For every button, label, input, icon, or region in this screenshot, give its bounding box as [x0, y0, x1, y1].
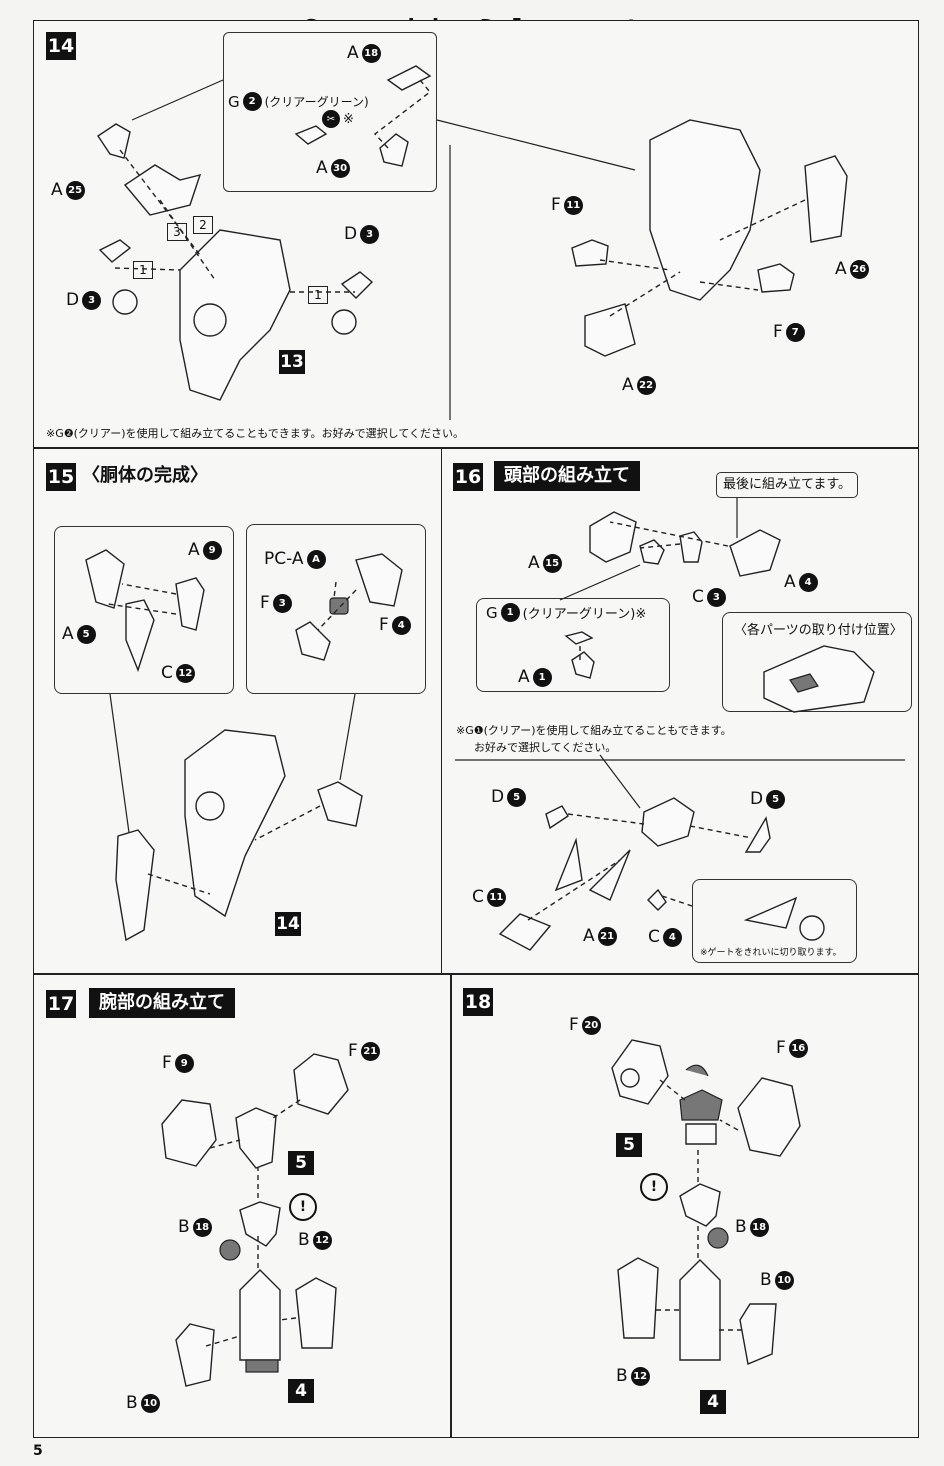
step-15-title: 〈胴体の完成〉: [82, 465, 208, 486]
label-g2-mark: ✂※: [322, 110, 354, 128]
sequence-2: 2: [193, 216, 213, 234]
label-sub-14: 14: [275, 912, 301, 936]
step-15-illustration: [85, 549, 403, 942]
label-sub-13: 13: [279, 350, 305, 374]
caution-icon-b: !: [640, 1173, 668, 1201]
label-sub-5b: 5: [616, 1133, 642, 1157]
step-16-number: 16: [453, 463, 483, 491]
nipper-icon: ✂: [322, 110, 340, 128]
step-17-title: 腕部の組み立て: [89, 988, 235, 1018]
label-sub-4: 4: [288, 1379, 314, 1403]
sequence-1-left: 1: [133, 261, 153, 279]
step-14-footnote: ※G❷(クリアー)を使用して組み立てることもできます。お好みで選択してください。: [46, 427, 464, 440]
step-16-note-line2: お好みで選択してください。: [474, 741, 617, 754]
step-16-position-title: 〈各パーツの取り付け位置〉: [734, 623, 903, 638]
page-number: 5: [33, 1443, 43, 1459]
sequence-1-right: 1: [308, 286, 328, 304]
step-14-illustration: [97, 65, 848, 420]
step-16-note-line1: ※G❶(クリアー)を使用して組み立てることもできます。: [456, 724, 732, 737]
step-16-gate-note: ※ゲートをきれいに切り取ります。: [700, 948, 842, 958]
step-15-number: 15: [46, 463, 76, 491]
caution-icon: !: [289, 1193, 317, 1221]
step-17-number: 17: [46, 990, 76, 1018]
step-18-number: 18: [463, 988, 493, 1016]
label-sub-4b: 4: [700, 1390, 726, 1414]
step-14-number: 14: [46, 32, 76, 60]
step-16-title: 頭部の組み立て: [494, 461, 640, 491]
step-16-illustration: [455, 498, 905, 951]
label-sub-5: 5: [288, 1151, 314, 1175]
step-16-callout: 最後に組み立てます。: [716, 472, 858, 498]
